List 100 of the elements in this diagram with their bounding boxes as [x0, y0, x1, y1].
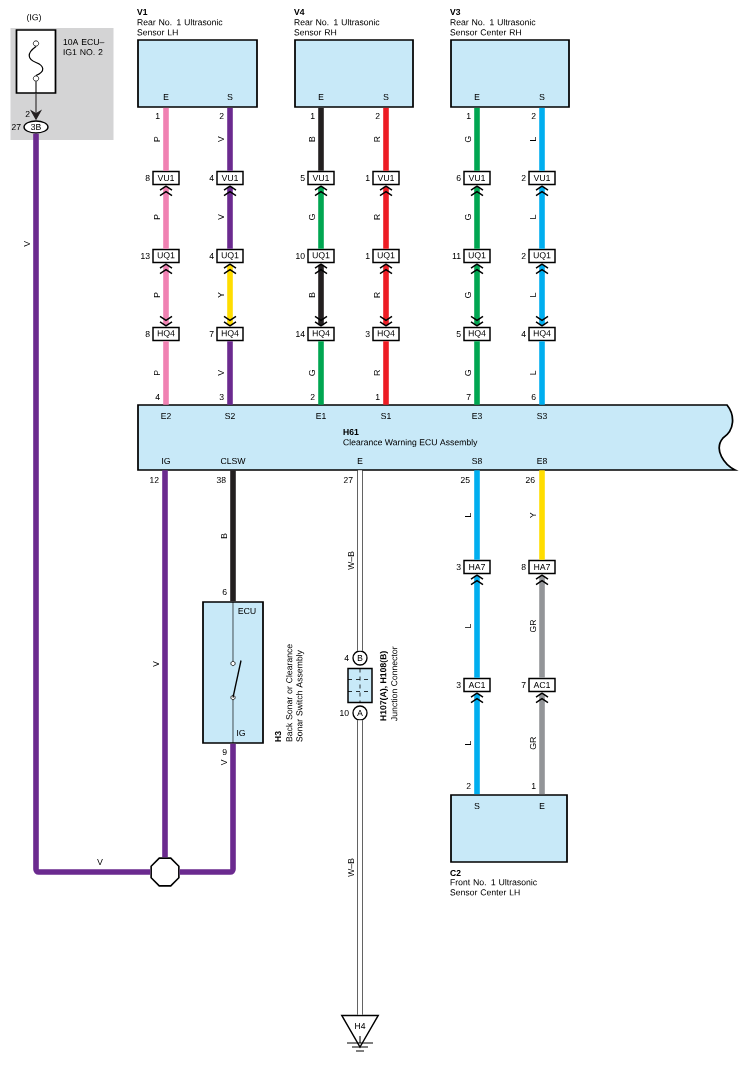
wire: [223, 263, 237, 327]
pin-name: E1: [316, 413, 326, 419]
wire: [33, 133, 151, 875]
pin-number: 10: [296, 252, 305, 260]
wire-color-code: Y: [529, 511, 537, 519]
component-id: H107(A), H108(B): [379, 651, 388, 721]
wire: [159, 185, 173, 249]
pin-number: 5: [300, 175, 305, 181]
wire: [383, 107, 389, 171]
wire-color-code: V: [152, 660, 160, 668]
splice-point: [150, 857, 180, 887]
wire-color-code: G: [464, 290, 472, 300]
pin-number: 25: [460, 476, 470, 484]
pin-number: 7: [521, 682, 526, 688]
connector-box: UQ1: [152, 248, 180, 264]
pin-number: 1: [155, 113, 160, 119]
wire: [163, 107, 169, 171]
wire-color-code: G: [308, 368, 316, 377]
wire-color-code: R: [373, 135, 381, 144]
pin-number: 8: [145, 174, 150, 182]
wire: [474, 107, 480, 171]
wire-color-code: B: [308, 291, 316, 299]
wire-color-code: P: [153, 291, 161, 299]
pin-name: ECU: [238, 607, 256, 615]
wire-color-code: P: [153, 213, 161, 221]
wire: [383, 341, 389, 405]
wire-color-code: V: [217, 369, 225, 377]
connector-box: UQ1: [528, 248, 556, 264]
connector-box: VU1: [463, 170, 491, 186]
wire: [357, 470, 363, 651]
wire: [230, 470, 236, 602]
connector-terminal: 3B: [23, 120, 49, 134]
pin-name: S: [383, 93, 389, 101]
wire: [474, 341, 480, 405]
wire-color-code: W–B: [347, 550, 355, 571]
pin-number: 2: [466, 783, 471, 790]
wire-color-code: L: [464, 740, 472, 747]
wire-color-code: G: [308, 212, 316, 222]
pin-name: S2: [225, 412, 235, 420]
pin-number: 8: [145, 330, 150, 338]
wire-color-code: GR: [529, 618, 537, 634]
wire: [314, 185, 328, 249]
wire: [227, 107, 233, 171]
pin-name: CLSW: [220, 457, 246, 465]
pin-number: 26: [525, 476, 535, 484]
pin-number: 2: [310, 394, 315, 401]
connector-box: HQ4: [372, 326, 400, 342]
wire: [227, 341, 233, 405]
pin-number: 9: [222, 748, 227, 756]
component-name: Rear No. 1 Ultrasonic Sensor Center RH: [450, 18, 536, 36]
pin-number: 5: [456, 331, 461, 337]
wire: [539, 341, 545, 405]
wire-color-code: V: [97, 859, 103, 865]
pin-number: 4: [521, 331, 526, 337]
pin-name: S: [474, 802, 480, 810]
pin-number: 6: [456, 174, 461, 182]
pin-name: E: [318, 94, 324, 100]
component-name: Back Sonar or Clearance Sonar Switch Assembly: [285, 644, 305, 742]
wire-color-code: L: [464, 512, 472, 519]
pin-name: S1: [381, 412, 391, 420]
pin-number: 27: [11, 124, 21, 131]
wire: [314, 263, 328, 327]
wire: [535, 574, 549, 678]
connector-box: UQ1: [463, 248, 491, 264]
pin-name: S: [227, 93, 233, 101]
connector-box: VU1: [307, 170, 335, 186]
fuse-label: 10A ECU–IG1 NO. 2: [63, 38, 105, 56]
wire: [159, 263, 173, 327]
connector-box: VU1: [216, 170, 244, 186]
pin-name: E8: [537, 457, 547, 465]
component-id: C2: [450, 869, 461, 877]
pin-number: 4: [209, 175, 214, 181]
connector-box: HQ4: [463, 326, 491, 342]
wire-color-code: R: [373, 368, 381, 377]
pin-number: 2: [531, 113, 536, 120]
wire: [318, 341, 324, 405]
wire: [535, 692, 549, 795]
connector-box: UQ1: [307, 248, 335, 264]
wire: [470, 263, 484, 327]
connector-box: HQ4: [152, 326, 180, 342]
wire-color-code: V: [23, 240, 31, 248]
pin-name: E2: [161, 413, 171, 420]
pin-number: 3: [365, 330, 370, 338]
pin-number: 1: [531, 783, 536, 789]
pin-number: 13: [141, 252, 150, 260]
wire: [535, 263, 549, 327]
wire-color-code: V: [217, 135, 225, 143]
pin-name: E: [163, 94, 169, 100]
pin-number: 3: [456, 681, 461, 689]
connector-box: HA7: [528, 559, 556, 575]
pin-number: 2: [25, 111, 30, 118]
component-id: V1: [137, 9, 148, 15]
connector-box: UQ1: [372, 248, 400, 264]
component-name: Rear No. 1 Ultrasonic Sensor RH: [294, 18, 380, 36]
wire: [357, 720, 363, 1015]
component-name: Clearance Warning ECU Assembly: [343, 438, 478, 448]
wire: [162, 470, 168, 858]
pin-number: 11: [452, 253, 461, 259]
pin-number: 2: [375, 113, 380, 120]
pin-name: S8: [472, 457, 482, 465]
